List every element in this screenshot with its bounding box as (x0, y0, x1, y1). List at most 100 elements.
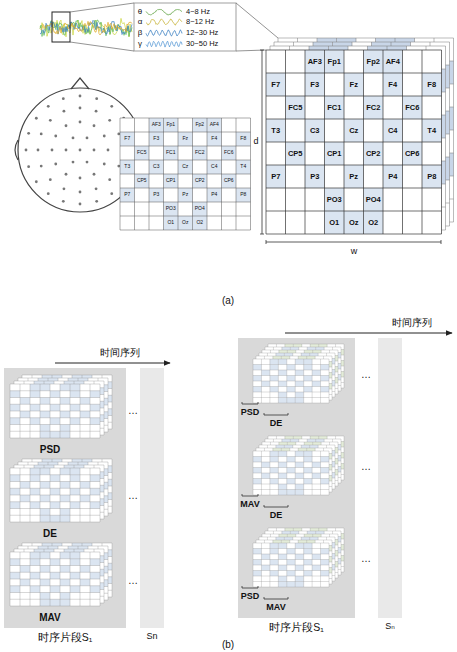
electrode-label: F3 (310, 80, 319, 88)
grid-cell (10, 391, 20, 398)
grid-cell (70, 418, 80, 425)
grid-cell (383, 165, 403, 188)
ellipsis: … (128, 490, 138, 501)
grid-cell (10, 559, 20, 566)
grid-cell (40, 515, 50, 522)
grid-cell (149, 118, 164, 132)
electrode-label: Fp1 (166, 122, 175, 128)
eeg-trace (40, 20, 132, 36)
grid-cell (50, 559, 60, 566)
grid-cell (278, 359, 286, 365)
grid-cell (305, 119, 325, 142)
electrode-grid (120, 118, 251, 230)
electrode-label: FC1 (327, 103, 341, 111)
grid-ground (253, 359, 329, 403)
electrode-dot (110, 105, 113, 108)
electrode-dot (47, 105, 50, 108)
grid-cell (50, 586, 60, 593)
electrode-dot (79, 121, 82, 124)
grid-cell (344, 73, 364, 96)
electrode-label: CP6 (405, 149, 420, 157)
grid-cell (207, 160, 222, 174)
electrode-label: F8 (240, 136, 246, 142)
grid-cell (344, 119, 364, 142)
grid-cell (295, 359, 303, 365)
electrode-label: CP5 (137, 178, 147, 184)
grid-cell (304, 560, 312, 566)
grid-cell (40, 566, 50, 573)
grid-cell (422, 165, 442, 188)
grid-cell (90, 391, 100, 398)
grid-cell (193, 146, 208, 160)
electrode-dot (79, 107, 82, 110)
grid-cell (135, 146, 150, 160)
electrode-label: T4 (427, 126, 436, 134)
electrode-dot (65, 124, 68, 127)
band-wave (146, 9, 182, 15)
grid-cell (383, 119, 403, 142)
grid-cell (90, 502, 100, 509)
grid-cell (278, 462, 286, 468)
grid-cell (321, 365, 329, 371)
grid-cell (304, 468, 312, 474)
feature-stacks (10, 375, 112, 606)
grid-lines (266, 50, 442, 234)
feature-name: PSD (241, 408, 260, 418)
grid-cell (325, 96, 345, 119)
grid-cell (193, 174, 208, 188)
grid-cell (270, 468, 278, 474)
grid-cell (287, 365, 295, 371)
grid-cell (305, 73, 325, 96)
feature-name: DE (270, 419, 283, 429)
grid-cell (325, 50, 345, 73)
grid-cell (50, 515, 60, 522)
grid-cell (295, 451, 303, 457)
feature-stacks (253, 344, 344, 587)
grid-cell (287, 571, 295, 577)
grid-cell (295, 565, 303, 571)
grid-cell (80, 398, 90, 405)
grid-cell (321, 571, 329, 577)
grid-cell (60, 552, 70, 559)
grid-cell (60, 468, 70, 475)
grid-cell (344, 165, 364, 188)
electrode-label: T3 (124, 164, 130, 170)
feature-name: MAV (240, 500, 259, 510)
grid-cell (312, 473, 320, 479)
grid-ground (266, 50, 442, 234)
electrode-label: P7 (124, 192, 130, 198)
grid-cell (40, 411, 50, 418)
grid-cell (70, 488, 80, 495)
band-wave (146, 19, 182, 25)
electrode-dot (63, 110, 66, 113)
grid-ground (253, 543, 329, 587)
grid-cell (295, 462, 303, 468)
grid-cell (50, 502, 60, 509)
grid-cell (30, 552, 40, 559)
grid-cell (120, 160, 135, 174)
electrode-dot (103, 163, 106, 166)
grid-cell (295, 398, 303, 404)
grid-cell (60, 593, 70, 600)
grid-cell (305, 50, 325, 73)
electrode-dot (110, 192, 113, 195)
electrode-dot (65, 173, 68, 176)
grid-cell (304, 571, 312, 577)
grid-ground (10, 552, 100, 606)
electrode-label: F8 (427, 80, 436, 88)
grid-cell (403, 96, 423, 119)
electrode-dot (40, 165, 43, 168)
grid-cell (40, 468, 50, 475)
ellipsis: … (361, 553, 371, 564)
grid-lines (253, 543, 329, 587)
grid-cell (30, 586, 40, 593)
grid-cell (312, 370, 320, 376)
grid-cell (422, 73, 442, 96)
grid-cell (270, 387, 278, 393)
grid-cell (270, 543, 278, 549)
grid-cell (60, 599, 70, 606)
electrode-dot (79, 203, 82, 206)
grid-cell (295, 484, 303, 490)
grid-cell (135, 174, 150, 188)
